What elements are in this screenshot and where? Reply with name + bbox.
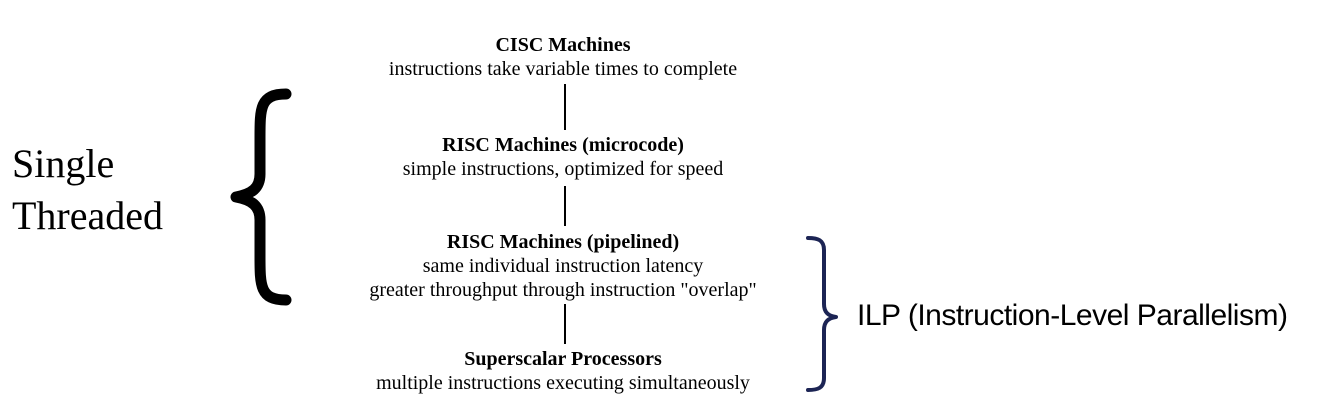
connector-line (564, 304, 566, 344)
node-description: greater throughput through instruction "… (369, 279, 757, 301)
left-brace-path (230, 88, 292, 306)
node-title: RISC Machines (pipelined) (446, 231, 680, 253)
node-risc-microcode: RISC Machines (microcode) simple instruc… (403, 133, 724, 181)
single-threaded-line-1: Single (12, 141, 115, 186)
node-description: same individual instruction latency (422, 255, 704, 277)
ilp-bracket-path (806, 236, 838, 392)
node-superscalar-processors: Superscalar Processors multiple instruct… (376, 347, 750, 395)
node-title: RISC Machines (microcode) (442, 134, 684, 156)
single-threaded-label: Single Threaded (12, 138, 163, 242)
node-description: multiple instructions executing simultan… (376, 372, 750, 394)
single-threaded-line-2: Threaded (12, 193, 164, 238)
single-threaded-brace (230, 88, 292, 306)
connector-line (564, 84, 566, 130)
node-description: instructions take variable times to comp… (388, 58, 738, 80)
ilp-label: ILP (Instruction-Level Parallelism) (857, 299, 1288, 332)
node-title: CISC Machines (495, 34, 631, 56)
ilp-bracket (806, 236, 838, 392)
node-cisc-machines: CISC Machines instructions take variable… (389, 33, 737, 81)
connector-line (564, 186, 566, 226)
node-risc-pipelined: RISC Machines (pipelined) same individua… (369, 230, 756, 302)
node-title: Superscalar Processors (464, 348, 662, 370)
node-description: simple instructions, optimized for speed (402, 158, 724, 180)
